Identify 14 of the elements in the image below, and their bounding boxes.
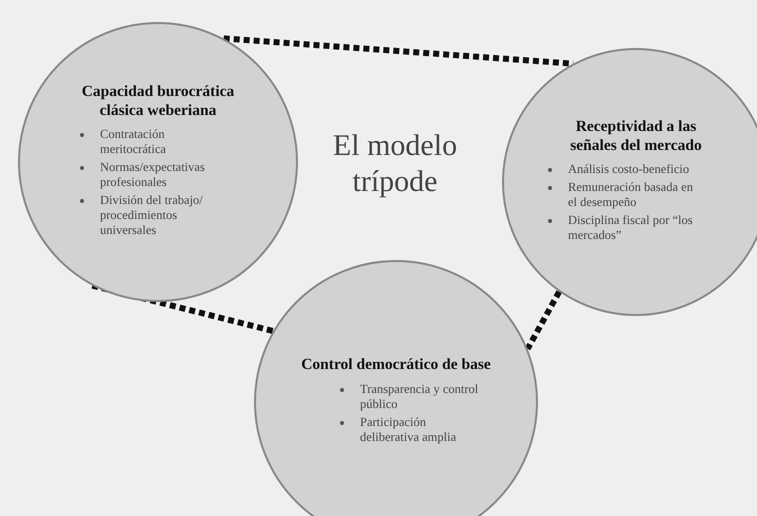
bullet-item: Transparencia y control público bbox=[360, 382, 480, 412]
dotted-connector bbox=[525, 290, 562, 350]
circle-heading: Receptividad a las señales del mercado bbox=[569, 118, 703, 156]
bullet-item: Remuneración basada en el desempeño bbox=[568, 180, 693, 210]
bullet-item: Contratación meritocrática bbox=[100, 127, 167, 158]
bullet-item: Análisis costo-beneficio bbox=[568, 162, 690, 178]
diagram-title: El modelo trípode bbox=[332, 128, 458, 200]
circle-heading: Control democrático de base bbox=[301, 356, 491, 375]
dotted-connector bbox=[224, 35, 574, 67]
bullet-item: Disciplina fiscal por “los mercados” bbox=[568, 213, 693, 244]
bullet-item: División del trabajo/ procedimientos universales bbox=[100, 193, 204, 238]
bullet-item: Participación deliberativa amplia bbox=[360, 414, 458, 445]
bullet-item: Normas/expectativas profesionales bbox=[100, 160, 206, 190]
circle-heading: Capacidad burocrática clásica weberiana bbox=[80, 82, 236, 120]
